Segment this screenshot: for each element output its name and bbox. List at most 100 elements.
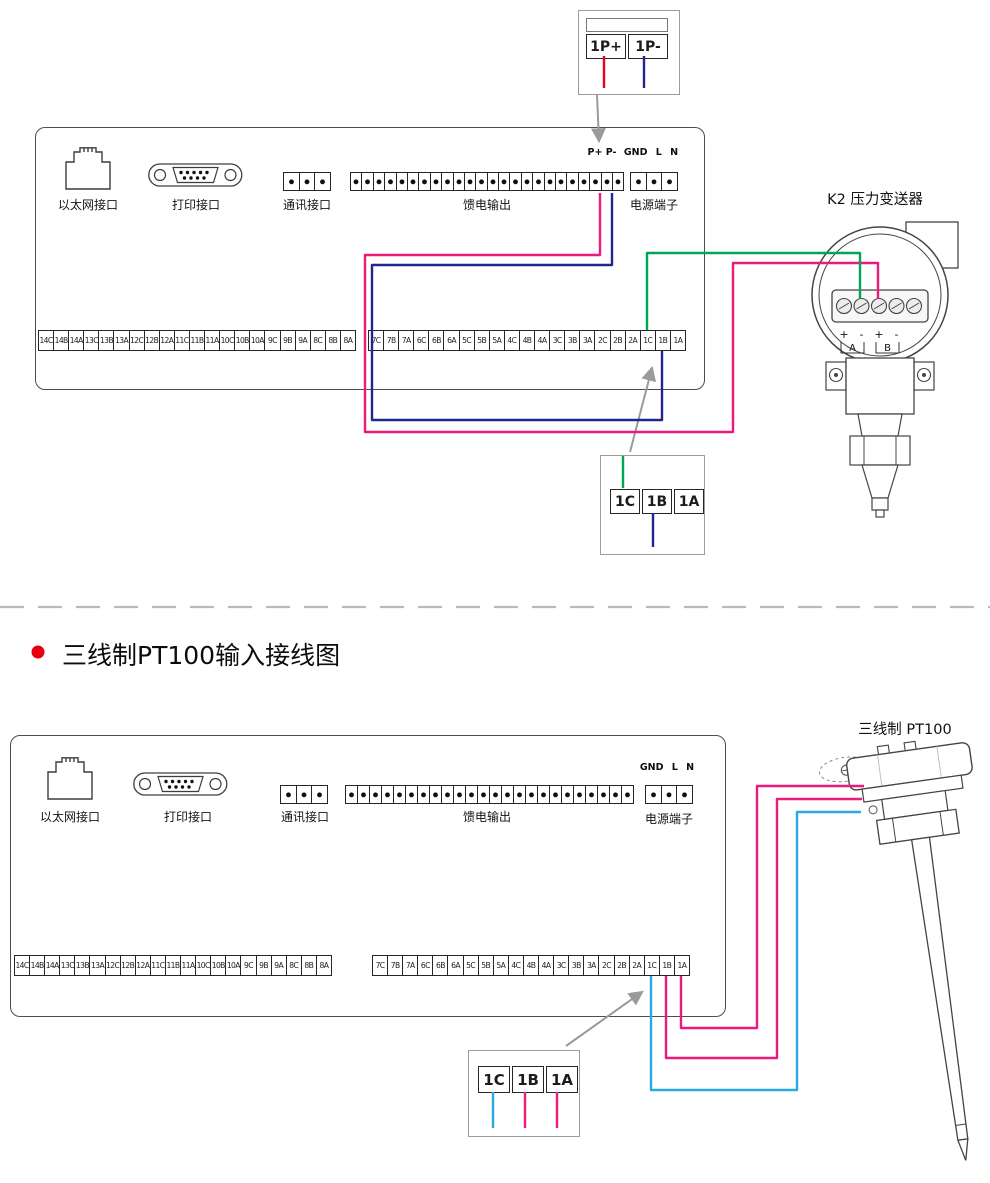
ethernet-port-label: 以太网接口 (39, 810, 100, 824)
terminal-screw (612, 173, 624, 190)
terminal-cell: 3A (580, 331, 596, 350)
terminal-cell: 12C (130, 331, 145, 350)
terminal-cell: 12B (145, 331, 160, 350)
transmitter-title: K2 压力变送器 (827, 192, 923, 208)
terminal-cell: 8B (302, 956, 317, 975)
terminal-cell: 12A (160, 331, 175, 350)
terminal-cell: 11C (151, 956, 166, 975)
terminal-screw (601, 173, 613, 190)
terminal-screw (487, 173, 500, 190)
terminal-screw (396, 173, 408, 190)
terminal-cell: 14A (45, 956, 61, 975)
terminal-screw (556, 173, 568, 190)
terminal-cell: 9A (296, 331, 311, 350)
terminal-cell: 4B (524, 956, 540, 975)
heading-bullet-icon (31, 645, 45, 659)
terminal-cell: 12A (136, 956, 151, 975)
terminal-cell: 1C (610, 489, 640, 514)
comm-terminal-block (283, 172, 332, 191)
terminal-screw (514, 786, 526, 803)
terminal-cell: 6C (414, 331, 430, 350)
terminal-cell: 1P- (628, 34, 668, 59)
terminal-cell: 1B (512, 1066, 544, 1093)
power-terminal-block (645, 785, 694, 804)
terminal-cell: 1A (546, 1066, 578, 1093)
terminal-cell: 13C (84, 331, 100, 350)
terminal-cell: 8C (287, 956, 302, 975)
terminal-screw (661, 786, 678, 803)
printer-port-label: 打印接口 (163, 810, 212, 824)
ethernet-port-label: 以太网接口 (57, 198, 118, 212)
terminal-cell: 13B (75, 956, 91, 975)
terminal-screw (646, 786, 662, 803)
feed-output-label: 馈电输出 (462, 810, 511, 824)
terminal-screw (453, 173, 465, 190)
terminal-cell: 14C (15, 956, 31, 975)
terminal-cell: 3B (565, 331, 581, 350)
terminal-screw (312, 786, 328, 803)
terminal-cell: 8C (311, 331, 326, 350)
terminal-cell: 11B (190, 331, 206, 350)
terminal-screw (499, 173, 511, 190)
terminal-screw (544, 173, 557, 190)
terminal-cell: 7A (403, 956, 419, 975)
terminal-cell: 14C (39, 331, 55, 350)
power-terminal-block (630, 172, 679, 191)
terminal-screw (382, 786, 394, 803)
terminal-cell: 6B (429, 331, 445, 350)
terminal-cell: 1P+ (586, 34, 626, 59)
comm-port-label: 通讯接口 (280, 810, 329, 824)
terminal-screw (351, 173, 363, 190)
terminal-cell: 1A (673, 336, 683, 345)
terminal-cell: 13A (90, 956, 106, 975)
terminal-cell: 7C (369, 331, 385, 350)
terminal-screw (466, 786, 478, 803)
transmitter-terminal-block (831, 289, 929, 323)
terminal-screw (464, 173, 477, 190)
comm-terminal-block (280, 785, 329, 804)
terminal-cell: 4B (520, 331, 536, 350)
terminal-cell: 5B (475, 331, 490, 350)
svg-text:+: + (874, 328, 883, 341)
terminal-cell: 11A (181, 956, 197, 975)
terminal-cell: 3C (554, 956, 570, 975)
terminal-screw (631, 173, 647, 190)
terminal-screw (590, 173, 602, 190)
terminal-cell: 13C (60, 956, 76, 975)
terminal-cell: 5A (494, 956, 509, 975)
terminal-cell: 12C (106, 956, 121, 975)
terminal-screw (373, 173, 386, 190)
power-gnd-marks: GND L N (623, 147, 679, 158)
terminal-cell: 6C (418, 956, 434, 975)
terminal-cell: 5C (464, 956, 479, 975)
terminal-screw (526, 786, 538, 803)
terminal-cell: 7A (399, 331, 415, 350)
terminal-cell: 3C (550, 331, 566, 350)
terminal-screw (394, 786, 406, 803)
terminal-screw (622, 786, 633, 803)
terminal-screw (476, 173, 488, 190)
terminal-screw (646, 173, 663, 190)
terminal-cell: 14B (54, 331, 70, 350)
terminal-screw (299, 173, 316, 190)
terminal-cell: 7B (388, 956, 404, 975)
terminal-screw (442, 786, 454, 803)
terminal-cell: 5B (479, 956, 494, 975)
terminal-cell: 7C (373, 956, 389, 975)
terminal-cell: 5C (460, 331, 475, 350)
svg-text:-: - (860, 328, 864, 341)
feed-output-terminal-strip (345, 785, 634, 804)
terminal-cell: 6B (433, 956, 449, 975)
terminal-screw (562, 786, 574, 803)
terminal-cell: 2A (630, 956, 645, 975)
terminal-screw (442, 173, 454, 190)
pt100-sensor-drawing (818, 740, 973, 1161)
power-terminal-label: 电源端子 (629, 198, 678, 212)
